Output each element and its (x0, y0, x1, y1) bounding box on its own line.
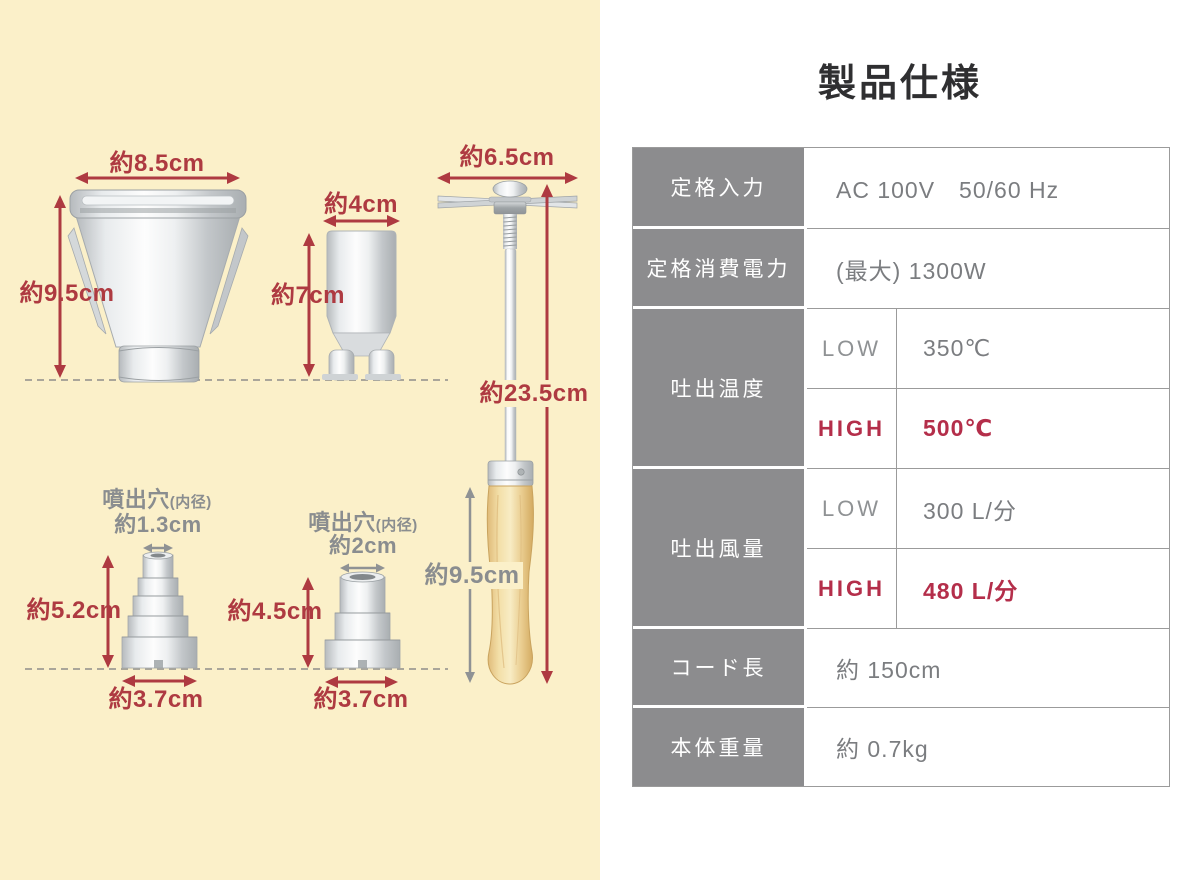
spec-row-label: 吐出温度 (633, 309, 807, 469)
page-title: 製品仕様 (817, 63, 982, 105)
spec-row-label: 吐出風量 (633, 469, 807, 629)
mode-value: 300 L/分 (923, 497, 1017, 524)
fishtail-nozzle-illustration (67, 189, 249, 383)
scraper-tool-illustration (437, 180, 578, 685)
spec-row-value: 約 0.7kg (807, 708, 1169, 786)
spec-table: 定格入力 AC 100V 50/60 Hz 定格消費電力 (最大) 1300W … (632, 147, 1170, 787)
spec-row-label: 本体重量 (633, 708, 807, 786)
scraper-length-label: 約23.5cm (462, 380, 606, 407)
dimension-arrows-red (54, 172, 578, 688)
spec-row-rated-input: 定格入力 AC 100V 50/60 Hz (633, 148, 1169, 229)
small-nozzle-hole-title: 噴出穴(内径) (102, 487, 212, 512)
mode-value: 500℃ (923, 415, 994, 441)
scraper-handle-length-label: 約9.5cm (410, 562, 534, 589)
temperature-low-subrow: LOW 350℃ (807, 309, 1169, 388)
scraper-width-label: 約6.5cm (459, 144, 555, 171)
spec-row-discharge-temperature: 吐出温度 LOW 350℃ HIGH 500℃ (633, 309, 1169, 469)
spec-row-value: 約 150cm (807, 629, 1169, 708)
large-nozzle-hole-label: 約2cm (328, 533, 398, 558)
large-step-nozzle-illustration (324, 571, 401, 669)
spec-row-value: (最大) 1300W (807, 229, 1169, 309)
spec-row-value: AC 100V 50/60 Hz (807, 148, 1169, 229)
flat-nozzle-illustration (322, 230, 401, 381)
dimension-diagram-panel: 約8.5cm 約9.5cm 約4cm 約7cm 約6.5cm 約23.5cm 約… (0, 0, 600, 880)
spec-row-label: 定格消費電力 (633, 229, 807, 309)
large-nozzle-width-label: 約3.7cm (313, 686, 409, 713)
large-nozzle-hole-title: 噴出穴(内径) (308, 510, 418, 535)
flat-nozzle-width-label: 約4cm (323, 191, 399, 218)
mode-value: 480 L/分 (923, 577, 1019, 604)
small-nozzle-height-label: 約5.2cm (26, 597, 122, 624)
spec-row-label: 定格入力 (633, 148, 807, 229)
small-nozzle-width-label: 約3.7cm (108, 686, 204, 713)
small-step-nozzle-illustration (121, 551, 198, 669)
temperature-high-subrow: HIGH 500℃ (807, 388, 1169, 468)
mode-label: HIGH (807, 389, 897, 468)
mode-label: LOW (807, 469, 897, 548)
mode-label: LOW (807, 309, 897, 388)
airflow-low-subrow: LOW 300 L/分 (807, 469, 1169, 548)
spec-row-power-consumption: 定格消費電力 (最大) 1300W (633, 229, 1169, 309)
spec-row-discharge-airflow: 吐出風量 LOW 300 L/分 HIGH 480 L/分 (633, 469, 1169, 629)
mode-value: 350℃ (923, 335, 992, 361)
spec-row-body-weight: 本体重量 約 0.7kg (633, 708, 1169, 786)
flat-nozzle-height-label: 約7cm (270, 282, 346, 309)
dimension-diagram-canvas (25, 172, 578, 688)
spec-row-label: コード長 (633, 629, 807, 708)
spec-row-cord-length: コード長 約 150cm (633, 629, 1169, 708)
small-nozzle-hole-label: 約1.3cm (114, 512, 202, 537)
airflow-high-subrow: HIGH 480 L/分 (807, 548, 1169, 628)
wide-nozzle-width-label: 約8.5cm (109, 150, 205, 177)
wide-nozzle-height-label: 約9.5cm (19, 280, 115, 307)
mode-label: HIGH (807, 549, 897, 628)
spec-panel: 製品仕様 定格入力 AC 100V 50/60 Hz 定格消費電力 (最大) 1… (600, 0, 1200, 880)
large-nozzle-height-label: 約4.5cm (227, 598, 323, 625)
